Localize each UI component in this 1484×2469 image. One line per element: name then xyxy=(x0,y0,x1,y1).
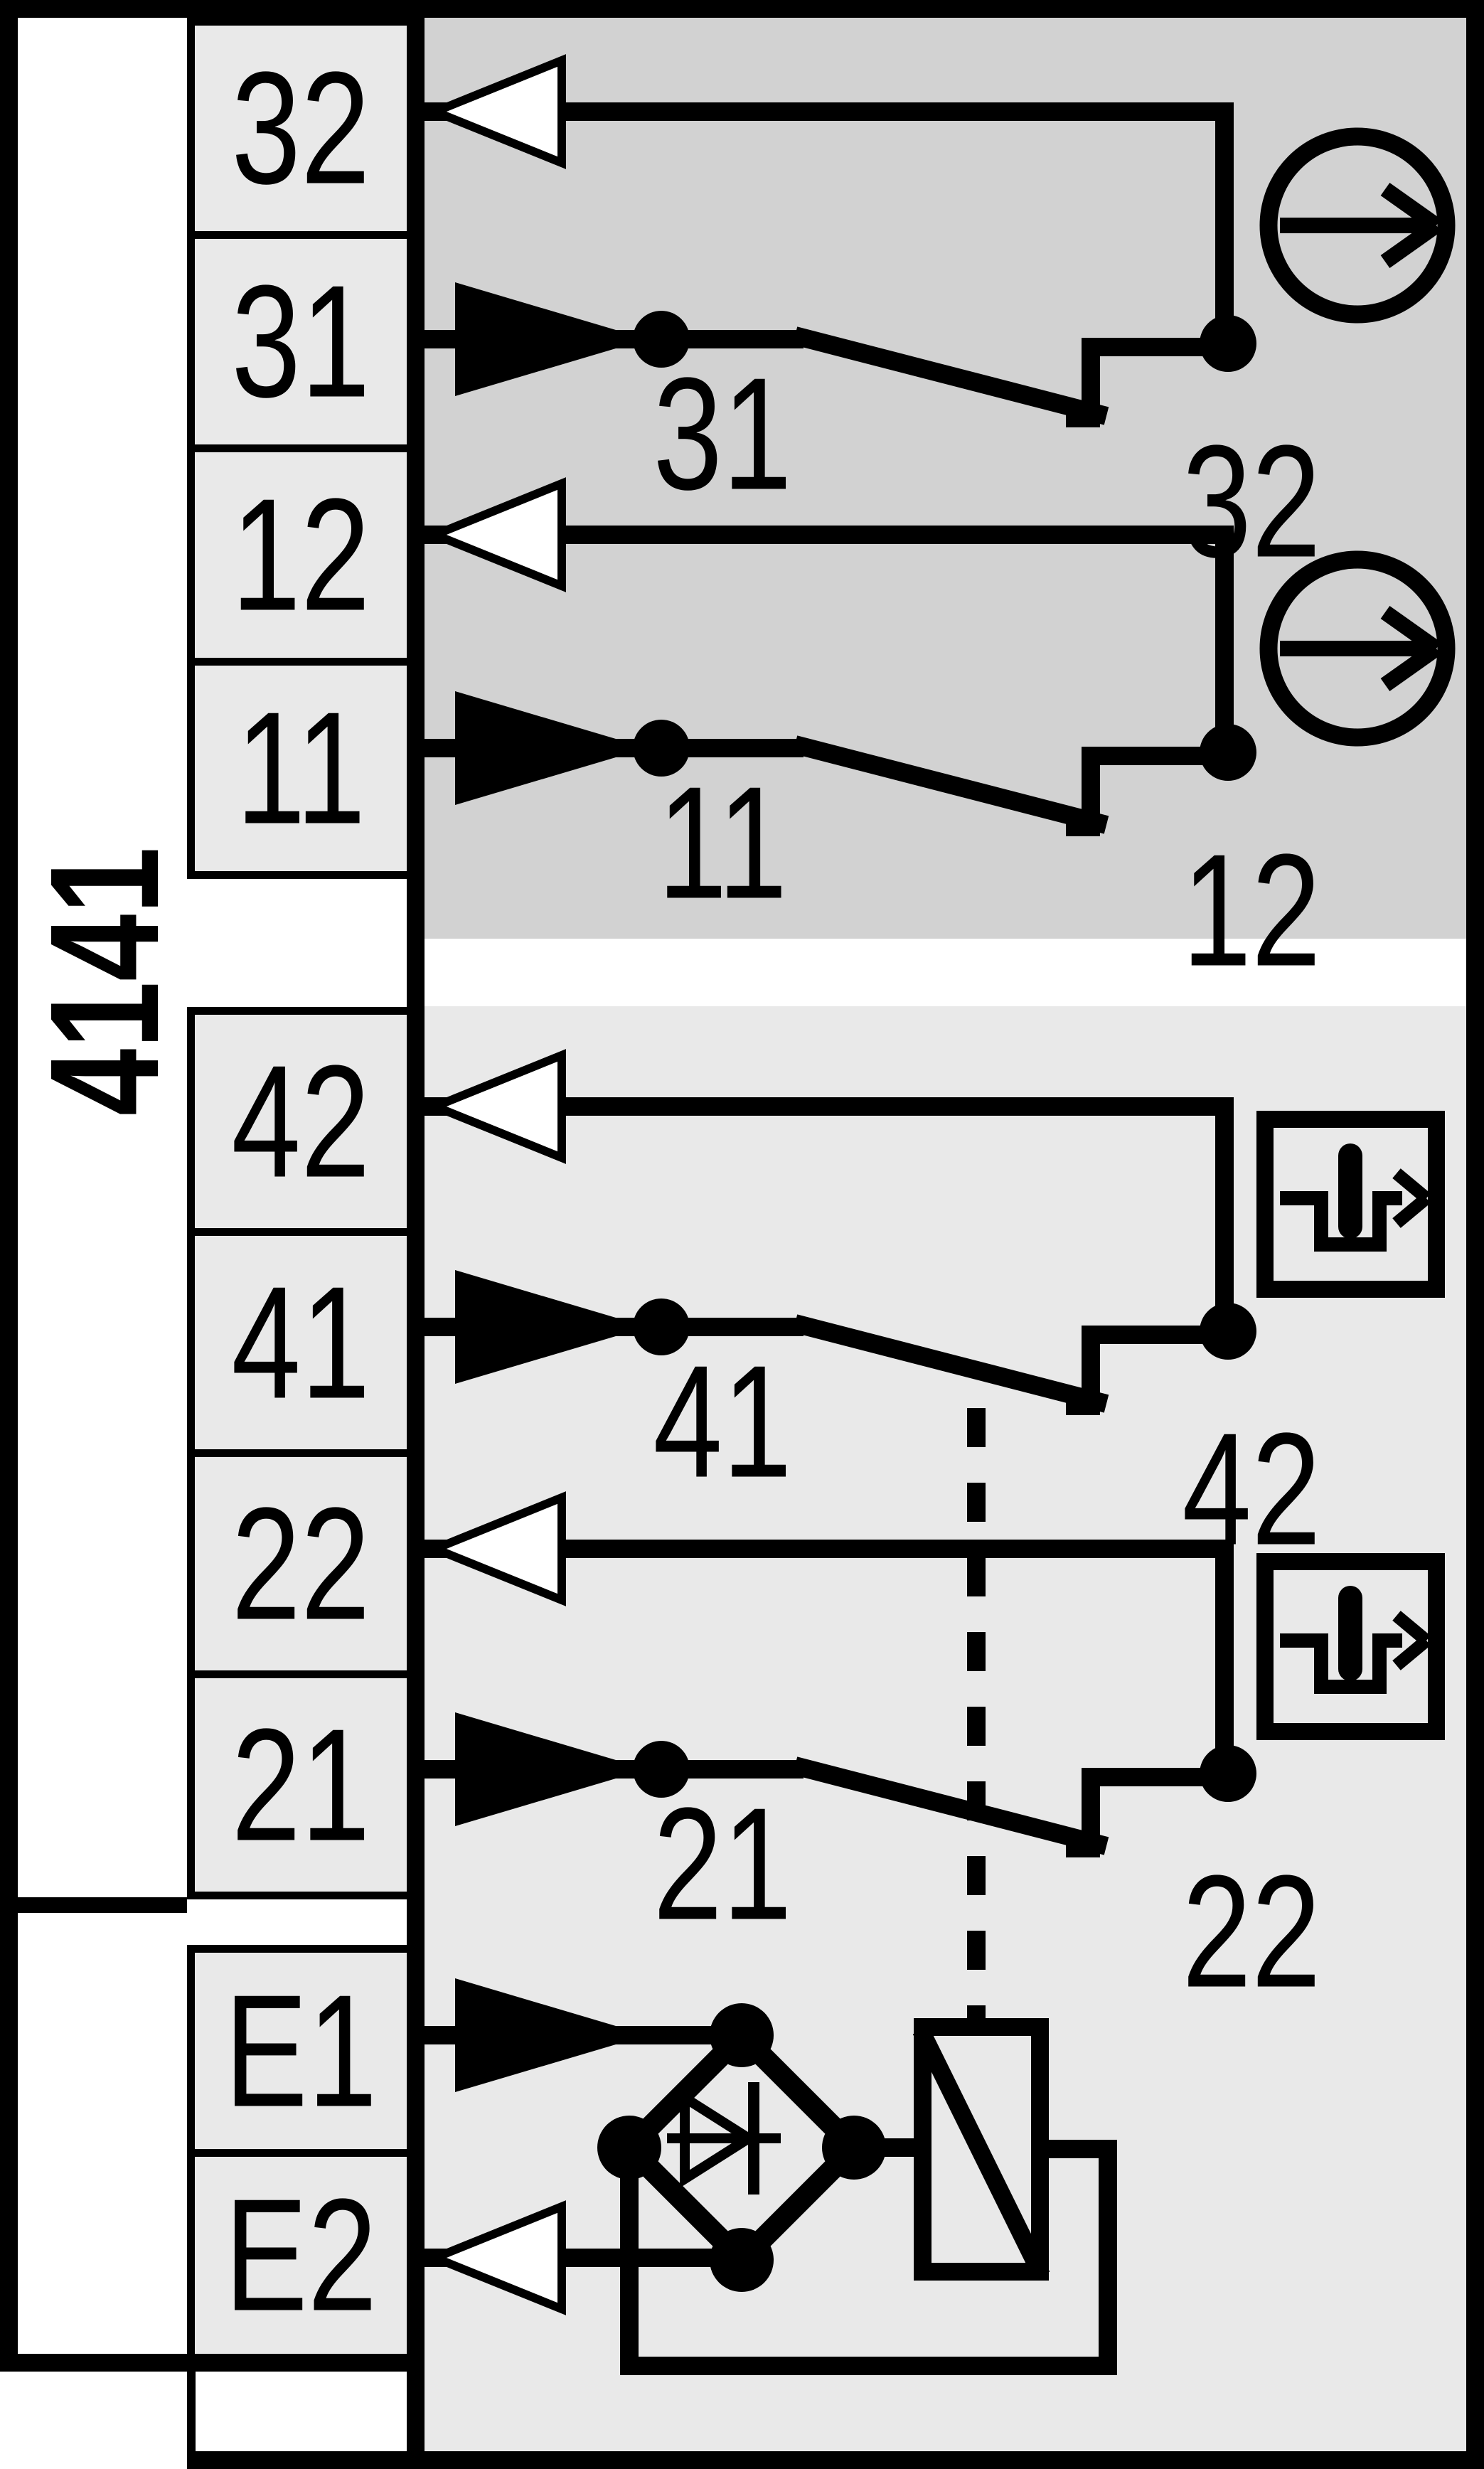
contact-blade-21 xyxy=(792,1756,1109,1855)
terminal-box-41 xyxy=(187,1228,415,1457)
contact-31-32 xyxy=(423,54,1256,427)
filled-arrow-31-icon xyxy=(455,282,647,396)
junction-dot-21 xyxy=(633,1741,690,1798)
plunger-icon-2 xyxy=(1256,1553,1445,1740)
coil-return-loop xyxy=(620,2140,1117,2375)
positive-opening-icon-1 xyxy=(1259,127,1456,324)
bridge-node-bottom xyxy=(710,2228,774,2292)
diode-icon xyxy=(667,2082,781,2195)
contact-blade-31 xyxy=(792,326,1109,425)
wire-bridge-to-coil xyxy=(854,2138,922,2157)
contact-41-42 xyxy=(423,1049,1256,1415)
junction-dot-11 xyxy=(633,720,690,777)
wire-loop-right xyxy=(1099,2140,1117,2366)
open-arrow-32-icon xyxy=(423,54,566,169)
terminal-box-column xyxy=(187,18,415,2362)
wire-32-drop xyxy=(1215,102,1234,348)
open-arrow-12-icon xyxy=(423,477,566,592)
junction-dot-22 xyxy=(1200,1745,1256,1802)
open-arrow-E2-icon xyxy=(423,2200,566,2315)
left-strip-divider xyxy=(0,1897,187,1913)
junction-dot-41 xyxy=(633,1299,690,1355)
terminal-box-42 xyxy=(187,1007,415,1236)
junction-dot-31 xyxy=(633,311,690,368)
contact-blade-11 xyxy=(792,735,1109,834)
wire-42-drop xyxy=(1215,1097,1234,1335)
wire-22-drop xyxy=(1215,1540,1234,1778)
fixed-contact-foot-42 xyxy=(1066,1397,1100,1415)
filled-arrow-41-icon xyxy=(455,1270,647,1384)
terminal-box-22 xyxy=(187,1449,415,1678)
contact-21-22 xyxy=(423,1491,1256,1857)
terminal-strip-line xyxy=(407,18,425,2451)
terminal-box-11 xyxy=(187,658,415,879)
positive-opening-icon-2 xyxy=(1259,550,1456,747)
open-arrow-42-icon xyxy=(423,1049,566,1164)
bridge-node-top xyxy=(710,2003,774,2067)
fixed-contact-foot-32 xyxy=(1066,409,1100,427)
filled-arrow-E1-icon xyxy=(455,1978,647,2092)
junction-dot-42 xyxy=(1200,1303,1256,1360)
open-arrow-22-icon xyxy=(423,1491,566,1606)
terminal-box-E2 xyxy=(187,2149,415,2362)
wire-loop-bottom xyxy=(620,2357,1117,2375)
plunger-icon-1 xyxy=(1256,1111,1445,1298)
junction-dot-12 xyxy=(1200,724,1256,781)
fixed-contact-foot-12 xyxy=(1066,818,1100,836)
wire-loop-left xyxy=(620,2148,639,2366)
wire-12-drop xyxy=(1215,526,1234,757)
junction-dot-32 xyxy=(1200,315,1256,372)
contact-blade-41 xyxy=(792,1314,1109,1413)
terminal-box-21 xyxy=(187,1670,415,1899)
filled-arrow-21-icon xyxy=(455,1712,647,1826)
contact-11-12 xyxy=(423,477,1256,836)
coil-input-circuit xyxy=(423,1978,1117,2375)
filled-arrow-11-icon xyxy=(455,691,647,805)
fixed-contact-foot-22 xyxy=(1066,1839,1100,1857)
relay-coil xyxy=(912,2018,1050,2281)
